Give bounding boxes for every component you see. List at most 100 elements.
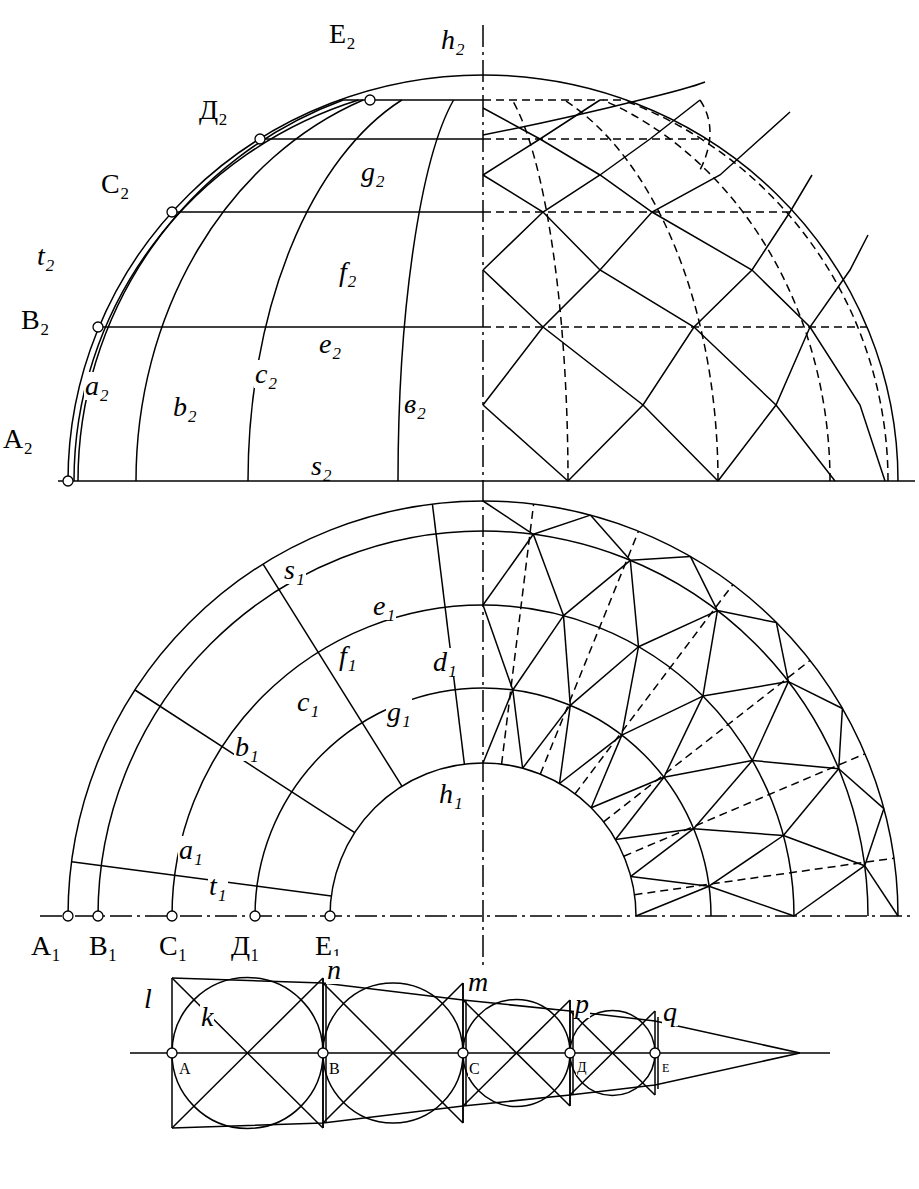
drawing-line [794,866,865,916]
part-label: f₁ [338,642,358,670]
drawing-line [788,682,842,709]
drawing-line [483,534,533,605]
drawing-line [533,534,563,615]
part-label: c₂ [254,360,278,388]
drawing-line [255,688,711,916]
point-letter: B [328,1061,341,1077]
drawing-line [172,605,794,916]
drawing-line [483,99,626,101]
drawing-line [570,1011,655,1095]
drawing-line [624,754,865,856]
point-marker [63,476,73,486]
drawing-line [98,531,868,916]
point-letter: A [178,1061,192,1077]
drawing-line [709,886,794,916]
part-label: a₁ [178,836,204,864]
part-label: e₁ [372,592,396,620]
drawing-line [483,108,885,481]
point-marker [167,911,177,921]
drawing-line [623,100,888,481]
drawing-line [323,983,463,1123]
part-label: b₁ [234,733,260,761]
drawing-line [72,862,332,896]
point-marker [167,1048,177,1058]
drawing-line [694,761,753,829]
drawing-line [560,735,622,783]
drawing-line [703,682,789,697]
part-label: q [662,998,678,1026]
drawing-line [483,112,790,405]
point-marker [93,322,103,332]
part-label: e₂ [318,330,342,358]
part-label: h₂ [440,26,466,54]
part-label: m [467,968,489,996]
part-label: g₂ [360,158,386,186]
drawing-line [630,557,690,561]
drawing-line [533,515,590,534]
part-label: Д₂ [198,96,229,124]
drawing-line [463,1000,570,1106]
point-marker [325,911,335,921]
part-label: p [574,990,590,1018]
drawing-line [483,82,705,135]
drawing-line [463,1000,570,1106]
part-label: n [326,956,342,984]
drawing-line [622,696,703,735]
drawing-line [74,100,358,481]
drawing-line [432,504,464,764]
drawing-line [99,326,483,328]
drawing-line [631,876,709,886]
part-label: A₂ [2,425,34,453]
drawing-line [540,531,638,774]
drawing-line [68,501,898,916]
inscribed-circle [172,978,323,1129]
part-label: в₂ [403,390,427,418]
part-label: s₂ [310,452,333,480]
drawing-line [865,809,884,866]
drawing-line [172,211,483,213]
part-label: s₁ [283,556,306,584]
inscribed-circle [323,983,463,1123]
drawing-line [564,560,631,615]
drawing-line [323,983,463,1123]
drawing-line [839,769,884,809]
part-label: c₁ [296,688,320,716]
drawing-line [560,705,571,783]
drawing-line [635,858,895,895]
drawing-line [783,836,864,866]
drawing-line [752,761,838,769]
drawing-line [570,647,638,706]
inscribed-circle [463,1000,570,1107]
part-label: B₂ [20,306,50,334]
drawing-line [839,709,843,769]
drawing-line [590,515,630,560]
drawing-line [639,611,718,647]
point-marker [167,207,177,217]
drawing-line [483,501,533,534]
drawing-line [513,616,564,690]
point-marker [458,1048,468,1058]
point-marker [93,911,103,921]
drawing-line [482,25,484,965]
drawing-line [691,557,718,611]
drawing-line [570,1011,655,1095]
drawing-line [568,175,812,481]
drawing-line [709,836,783,887]
drawing-line [865,866,898,916]
drawing-line [130,1052,830,1054]
drawing-line [512,100,568,481]
part-label: d₁ [432,648,458,676]
drawing-line [718,235,868,481]
drawing-line [259,138,483,140]
drawing-line [172,978,323,1128]
point-letter: C [468,1061,481,1077]
part-label: l [143,985,153,1013]
drawing-line [631,829,694,877]
drawing-line [752,682,788,761]
point-marker [318,1048,328,1058]
part-label: C₂ [100,170,130,198]
part-label: A₁ [30,932,62,960]
drawing-line [604,661,810,822]
point-marker [255,134,265,144]
drawing-line [58,480,915,482]
